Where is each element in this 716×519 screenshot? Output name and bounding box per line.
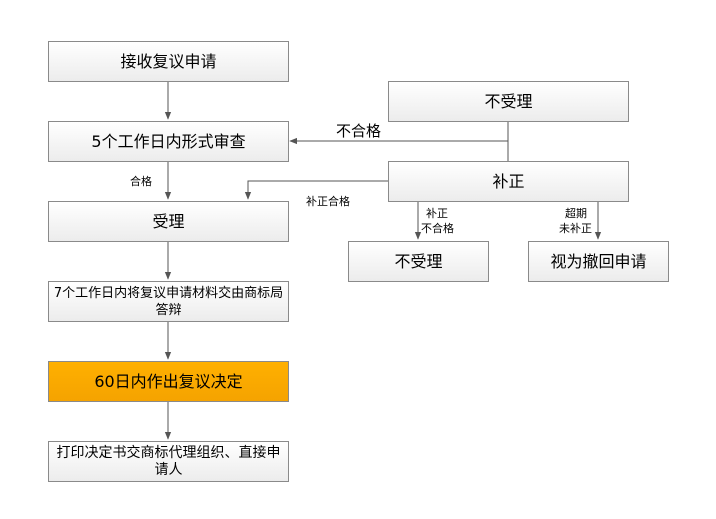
node-form-review: 5个工作日内形式审查: [48, 121, 289, 162]
node-supplement-text: 补正: [492, 171, 525, 191]
label-unqualified: 不合格: [336, 122, 382, 140]
arrow-unqualified: [289, 137, 509, 161]
node-supplement: 补正: [388, 161, 629, 202]
node-reject-top: 不受理: [388, 81, 629, 122]
node-form-review-text: 5个工作日内形式审查: [91, 131, 246, 151]
node-print: 打印决定书交商标代理组织、直接申请人: [48, 441, 289, 482]
node-forward-text: 7个工作日内将复议申请材料交由商标局答辩: [53, 285, 284, 318]
label-overdue-2: 未补正: [559, 222, 592, 235]
node-accept-text: 受理: [152, 211, 185, 231]
label-supplement-qualified: 补正合格: [306, 195, 350, 208]
label-supplement-unqualified-2: 不合格: [421, 222, 454, 235]
node-receive: 接收复议申请: [48, 41, 289, 82]
node-receive-text: 接收复议申请: [120, 51, 217, 71]
node-forward: 7个工作日内将复议申请材料交由商标局答辩: [48, 281, 289, 322]
node-withdraw-text: 视为撤回申请: [550, 251, 647, 271]
label-supplement-unqualified-1: 补正: [426, 207, 448, 220]
node-reject-bottom: 不受理: [348, 241, 489, 282]
node-accept: 受理: [48, 201, 289, 242]
node-print-text: 打印决定书交商标代理组织、直接申请人: [56, 444, 281, 478]
label-qualified: 合格: [130, 175, 152, 188]
node-withdraw: 视为撤回申请: [528, 241, 669, 282]
node-reject-top-text: 不受理: [484, 91, 533, 111]
node-decision: 60日内作出复议决定: [48, 361, 289, 402]
arrow-supplement-qualified: [244, 180, 388, 200]
node-decision-text: 60日内作出复议决定: [94, 371, 243, 391]
node-reject-bottom-text: 不受理: [394, 251, 443, 271]
label-overdue-1: 超期: [565, 207, 587, 220]
